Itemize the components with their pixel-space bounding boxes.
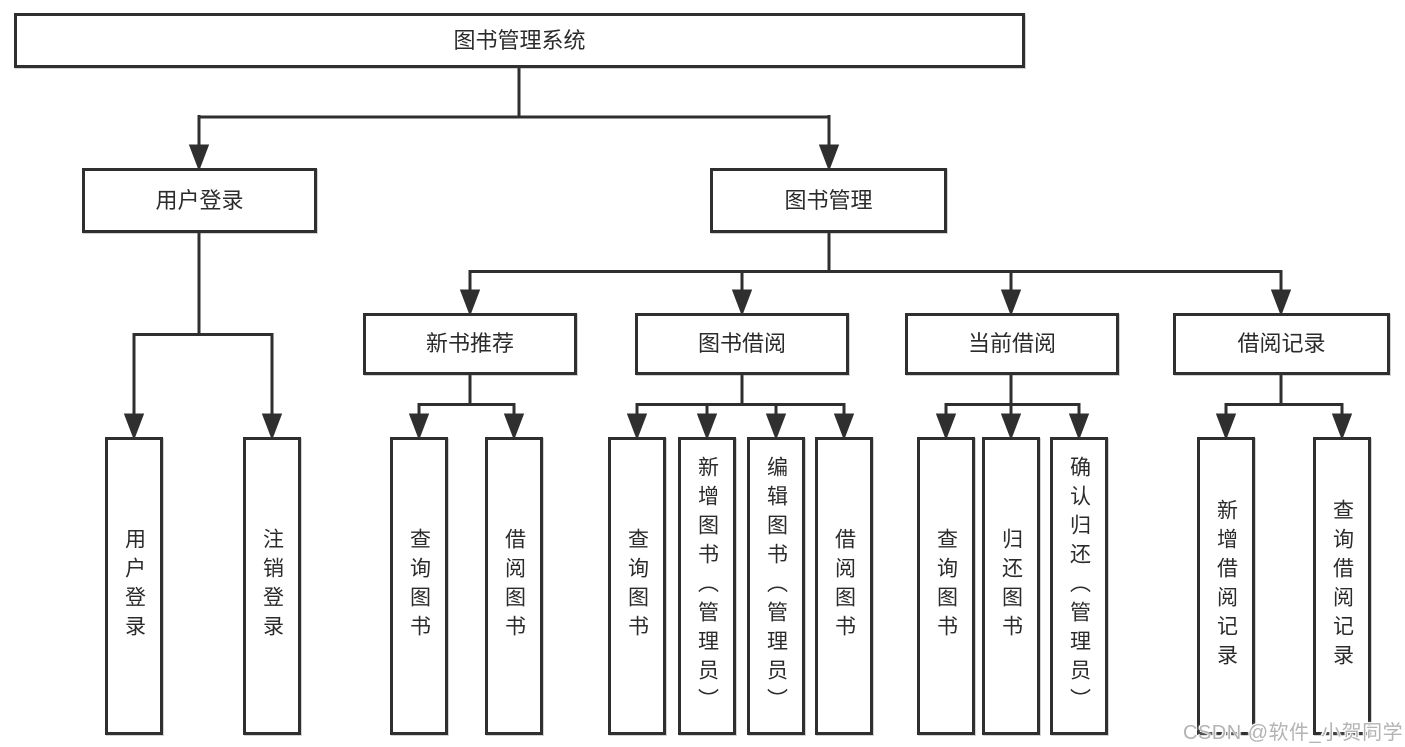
- node-user-login: 用户登录: [82, 168, 317, 233]
- connector-current-borrow: [935, 375, 1090, 441]
- leaf-query-books-recommend: 查询图书: [390, 437, 448, 735]
- connector-book-management: [459, 233, 1292, 317]
- node-new-book-recommend: 新书推荐: [363, 313, 577, 375]
- node-borrow-records: 借阅记录: [1173, 313, 1390, 375]
- leaf-logout: 注销登录: [243, 437, 301, 735]
- leaf-borrow-books-borrow: 借阅图书: [815, 437, 873, 735]
- leaf-query-books-borrow: 查询图书: [608, 437, 666, 735]
- node-book-management: 图书管理: [710, 168, 947, 233]
- connector-user-login: [123, 233, 283, 441]
- leaf-query-borrow-record: 查询借阅记录: [1313, 437, 1371, 735]
- leaf-add-borrow-record: 新增借阅记录: [1197, 437, 1255, 735]
- node-book-borrow: 图书借阅: [635, 313, 849, 375]
- leaf-borrow-books-recommend: 借阅图书: [485, 437, 543, 735]
- connector-root: [188, 68, 840, 172]
- leaf-query-books-current: 查询图书: [917, 437, 975, 735]
- node-current-borrow: 当前借阅: [905, 313, 1119, 375]
- connector-new-book-recommend: [408, 375, 525, 441]
- leaf-add-book-admin: 新增图书（管理员）: [678, 437, 736, 735]
- leaf-confirm-return-admin: 确认归还（管理员）: [1050, 437, 1108, 735]
- leaf-user-login: 用户登录: [105, 437, 163, 735]
- connector-borrow-records: [1215, 375, 1353, 441]
- watermark: CSDN @软件_小贺同学: [1183, 722, 1404, 744]
- leaf-edit-book-admin: 编辑图书（管理员）: [747, 437, 805, 735]
- node-root: 图书管理系统: [14, 13, 1025, 68]
- leaf-return-books: 归还图书: [982, 437, 1040, 735]
- connector-book-borrow: [626, 375, 855, 441]
